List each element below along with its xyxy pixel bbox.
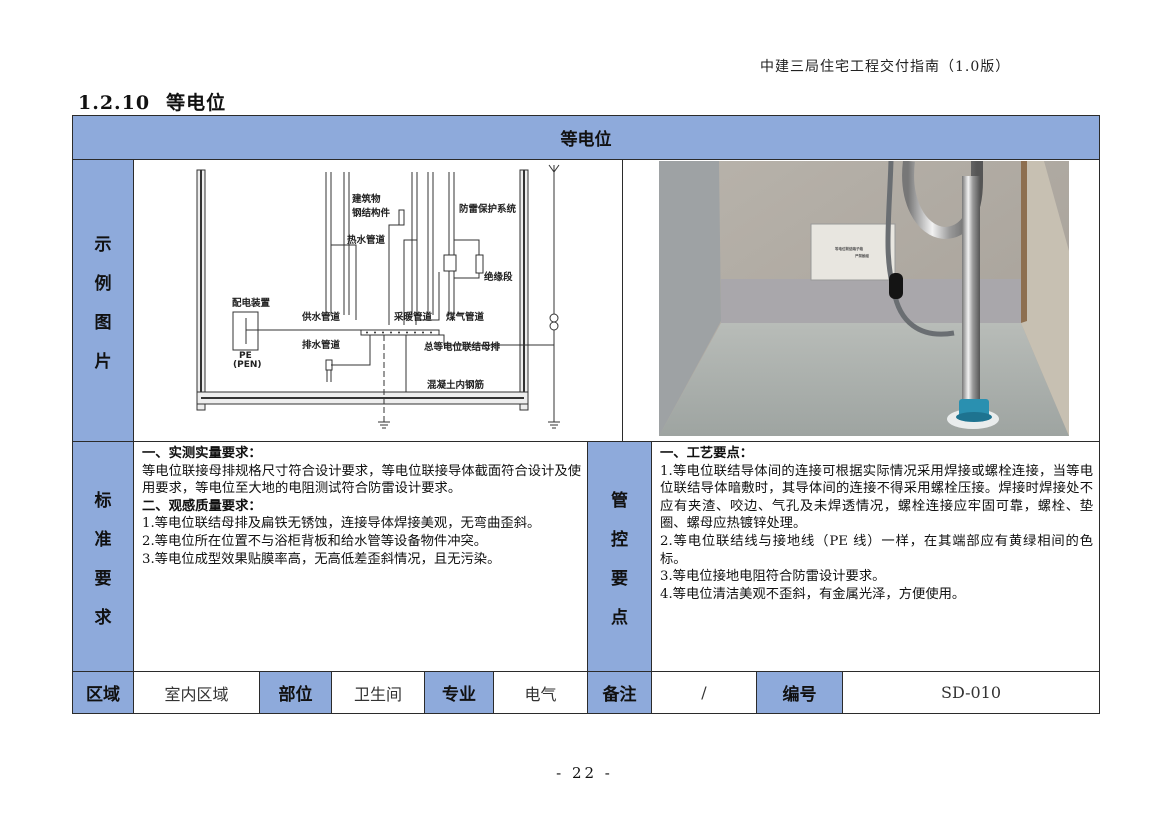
control-point-item: 3.等电位接地电阻符合防雷设计要求。 — [660, 569, 886, 585]
standards-paragraph: 等电位联接母排规格尺寸符合设计要求，等电位联接导体截面符合设计及使用要求，等电位… — [142, 463, 581, 497]
control-points-text: 一、工艺要点： 1.等电位联结导体间的连接可根据实际情况采用焊接或螺栓连接，当等… — [651, 441, 1100, 672]
code-label: 编号 — [756, 671, 843, 714]
label-char: 标 — [94, 490, 112, 511]
diagram-label: (PEN) — [233, 360, 262, 370]
diagram-label: 配电装置 — [232, 297, 271, 309]
diagram-label: 煤气管道 — [446, 311, 485, 323]
diagram-label: 热水管道 — [347, 234, 386, 246]
photo-cell: 等电位联结端子箱 严禁触碰 — [622, 159, 1100, 442]
remark-label: 备注 — [587, 671, 652, 714]
section-name: 等电位 — [166, 92, 227, 114]
standards-text: 一、实测实量要求： 等电位联接母排规格尺寸符合设计要求，等电位联接导体截面符合设… — [133, 441, 588, 672]
code-value: SD-010 — [842, 671, 1100, 714]
area-label: 区域 — [72, 671, 134, 714]
label-char: 控 — [611, 529, 628, 550]
standards-heading-1: 一、实测实量要求： — [142, 446, 262, 461]
standards-item: 2.等电位所在位置不与浴柜背板和给水管等设备物件冲突。 — [142, 533, 488, 549]
location-label: 部位 — [259, 671, 332, 714]
remark-value: / — [651, 671, 757, 714]
photo-equipotential-box: 等电位联结端子箱 严禁触碰 — [659, 161, 1069, 436]
label-char: 准 — [94, 529, 112, 550]
standards-label: 标 准 要 求 — [72, 441, 134, 672]
label-char: 管 — [611, 490, 628, 511]
diagram-label: 建筑物 — [351, 193, 381, 205]
example-label: 示 例 图 片 — [72, 159, 134, 442]
standards-heading-2: 二、观感质量要求： — [142, 498, 262, 514]
table-title: 等电位 — [72, 115, 1100, 160]
label-char: 要 — [94, 568, 112, 589]
diagram-label: 混凝土内钢筋 — [427, 379, 485, 391]
control-points-heading: 一、工艺要点： — [660, 446, 754, 461]
diagram-label: 供水管道 — [301, 311, 341, 323]
label-char: 求 — [94, 607, 112, 628]
page-number: - 22 - — [556, 764, 613, 782]
diagram-label: 绝缘段 — [484, 271, 513, 283]
location-value: 卫生间 — [331, 671, 425, 714]
equipotential-diagram: 建筑物 钢结构件 防雷保护系统 热水管道 绝缘段 配电装置 供水管道 采暖管道 … — [196, 164, 560, 429]
section-title: 1.2.10 等电位 — [78, 88, 226, 115]
diagram-label: 排水管道 — [302, 339, 341, 351]
discipline-value: 电气 — [493, 671, 588, 714]
diagram-cell: 建筑物 钢结构件 防雷保护系统 热水管道 绝缘段 配电装置 供水管道 采暖管道 … — [133, 159, 623, 442]
control-point-item: 2.等电位联结线与接地线（PE 线）一样，在其端部应有黄绿相间的色标。 — [660, 533, 1093, 567]
control-point-item: 4.等电位清洁美观不歪斜，有金属光泽，方便使用。 — [660, 586, 966, 602]
running-header: 中建三局住宅工程交付指南（1.0版） — [760, 59, 1011, 75]
label-char: 图 — [94, 312, 112, 333]
label-char: 例 — [94, 273, 112, 294]
diagram-label: 防雷保护系统 — [459, 203, 517, 215]
standards-item: 1.等电位联结母排及扁铁无锈蚀，连接导体焊接美观，无弯曲歪斜。 — [142, 516, 541, 532]
area-value: 室内区域 — [133, 671, 260, 714]
label-char: 点 — [611, 607, 628, 628]
diagram-label: 钢结构件 — [352, 207, 391, 219]
control-points-label: 管 控 要 点 — [587, 441, 652, 672]
diagram-label: 采暖管道 — [393, 311, 433, 323]
label-char: 片 — [94, 351, 112, 372]
discipline-label: 专业 — [424, 671, 494, 714]
panel-label: 等电位联结端子箱 — [834, 246, 863, 251]
standards-item: 3.等电位成型效果贴膜率高，无高低差歪斜情况，且无污染。 — [142, 551, 501, 567]
section-number: 1.2.10 — [78, 92, 151, 114]
diagram-label: 总等电位联结母排 — [424, 341, 501, 353]
diagram-label: PE — [239, 351, 252, 361]
control-point-item: 1.等电位联结导体间的连接可根据实际情况采用焊接或螺栓连接，当等电位联结导体暗敷… — [660, 463, 1093, 532]
label-char: 示 — [94, 234, 112, 255]
label-char: 要 — [611, 568, 628, 589]
panel-label: 严禁触碰 — [855, 253, 869, 258]
